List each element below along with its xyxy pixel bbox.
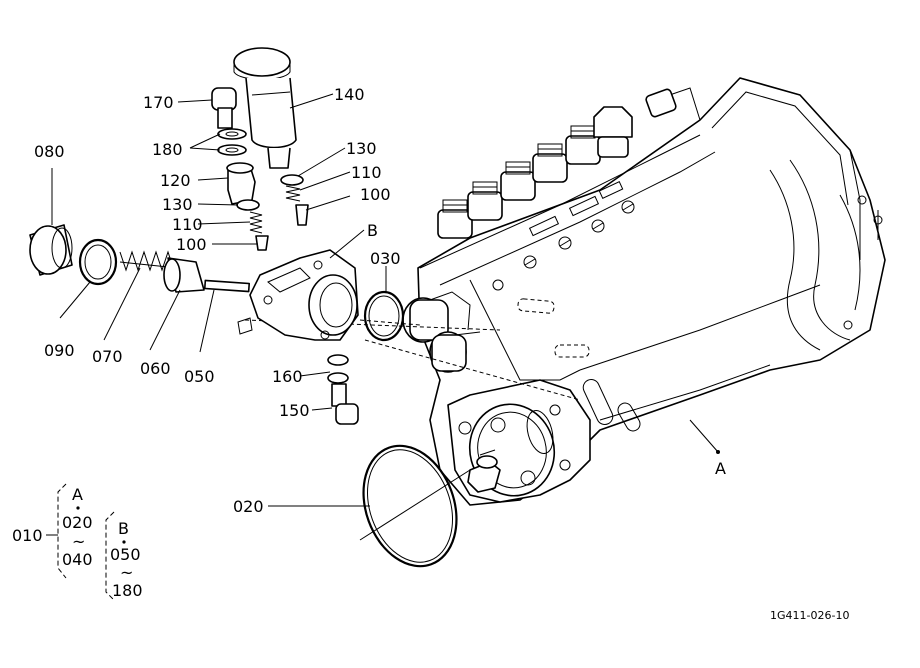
legend-group-a-letter: A (72, 485, 83, 504)
callout-050: 050 (184, 367, 215, 386)
callout-100-left: 100 (176, 235, 207, 254)
legend-group-a-from: 020 (62, 513, 93, 532)
callout-labels: 170 140 180 130 110 100 080 120 130 110 … (34, 85, 726, 516)
bolt-170 (211, 87, 237, 129)
legend-group-a-to: 040 (62, 550, 93, 569)
callout-060: 060 (140, 359, 171, 378)
callout-020: 020 (233, 497, 264, 516)
callout-100-right: 100 (360, 185, 391, 204)
callout-180: 180 (152, 140, 183, 159)
legend-bracket-a (57, 483, 67, 579)
leader-lines (51, 93, 720, 541)
plug-080 (29, 224, 73, 276)
callout-120: 120 (160, 171, 191, 190)
leader-dot-a (716, 450, 720, 454)
legend-group-b-tilde: ~ (120, 563, 133, 582)
callout-a: A (715, 459, 726, 478)
callout-130-left: 130 (162, 195, 193, 214)
callout-080: 080 (34, 142, 65, 161)
delivery-valve-holders (437, 106, 633, 239)
injection-pump-body (402, 77, 886, 506)
legend-group-b-letter: B (118, 519, 129, 538)
callout-130-right: 130 (346, 139, 377, 158)
callout-090: 090 (44, 341, 75, 360)
legend-group-b-from: 050 (110, 545, 141, 564)
callout-150: 150 (279, 401, 310, 420)
legend-assembly-number: 010 (12, 526, 43, 545)
callout-160: 160 (272, 367, 303, 386)
legend-bracket-b (105, 511, 115, 601)
callout-170: 170 (143, 93, 174, 112)
legend-group-b-to: 180 (112, 581, 143, 600)
priming-pump-140 (233, 47, 297, 169)
assembly-legend: 010 A 020 ~ 040 B 050 ~ 180 (12, 483, 143, 601)
callout-070: 070 (92, 347, 123, 366)
legend-group-a-tilde: ~ (72, 532, 85, 551)
callout-110-left: 110 (172, 215, 203, 234)
feed-pump-assembly (29, 47, 458, 568)
callout-110-right: 110 (351, 163, 382, 182)
callout-b: B (367, 221, 378, 240)
callout-140: 140 (334, 85, 365, 104)
drawing-number: 1G411-026-10 (770, 609, 849, 622)
callout-030: 030 (370, 249, 401, 268)
